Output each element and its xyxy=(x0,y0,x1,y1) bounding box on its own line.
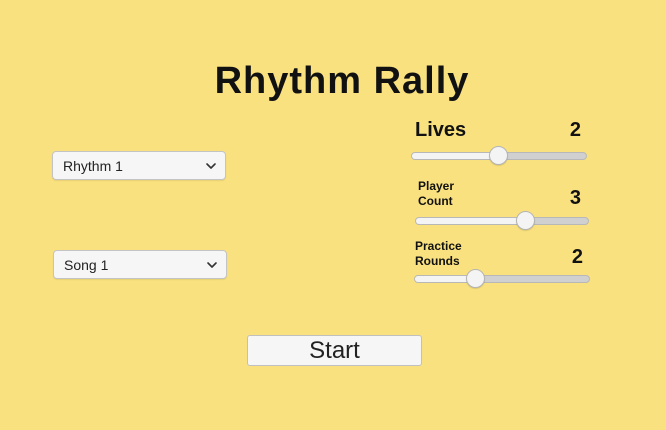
player-count-label: Player Count xyxy=(418,179,454,209)
lives-slider-knob[interactable] xyxy=(489,146,508,165)
rhythm-dropdown-label: Rhythm 1 xyxy=(63,158,123,174)
practice-rounds-label-line2: Rounds xyxy=(415,254,460,268)
practice-rounds-value: 2 xyxy=(571,246,583,268)
start-button[interactable]: Start xyxy=(247,335,422,366)
lives-value: 2 xyxy=(569,119,581,141)
player-count-slider-fill xyxy=(416,218,527,224)
song-dropdown[interactable]: Song 1 xyxy=(53,250,227,279)
practice-rounds-slider[interactable] xyxy=(414,269,590,288)
chevron-down-icon xyxy=(207,262,217,268)
chevron-down-icon xyxy=(206,163,216,169)
player-count-slider[interactable] xyxy=(415,211,589,230)
player-count-label-line1: Player xyxy=(418,179,455,193)
lives-slider-fill xyxy=(412,153,499,159)
practice-rounds-label: Practice Rounds xyxy=(415,239,462,269)
rhythm-dropdown[interactable]: Rhythm 1 xyxy=(52,151,226,180)
practice-rounds-slider-knob[interactable] xyxy=(465,269,485,288)
practice-rounds-slider-fill xyxy=(415,276,476,282)
game-title: Rhythm Rally xyxy=(214,60,470,102)
lives-label: Lives xyxy=(415,119,467,141)
player-count-value: 3 xyxy=(569,187,581,209)
practice-rounds-label-line1: Practice xyxy=(415,239,462,253)
player-count-label-line2: Count xyxy=(418,194,453,208)
player-count-slider-knob[interactable] xyxy=(516,211,536,230)
song-dropdown-label: Song 1 xyxy=(64,257,109,273)
lives-slider[interactable] xyxy=(411,146,587,165)
